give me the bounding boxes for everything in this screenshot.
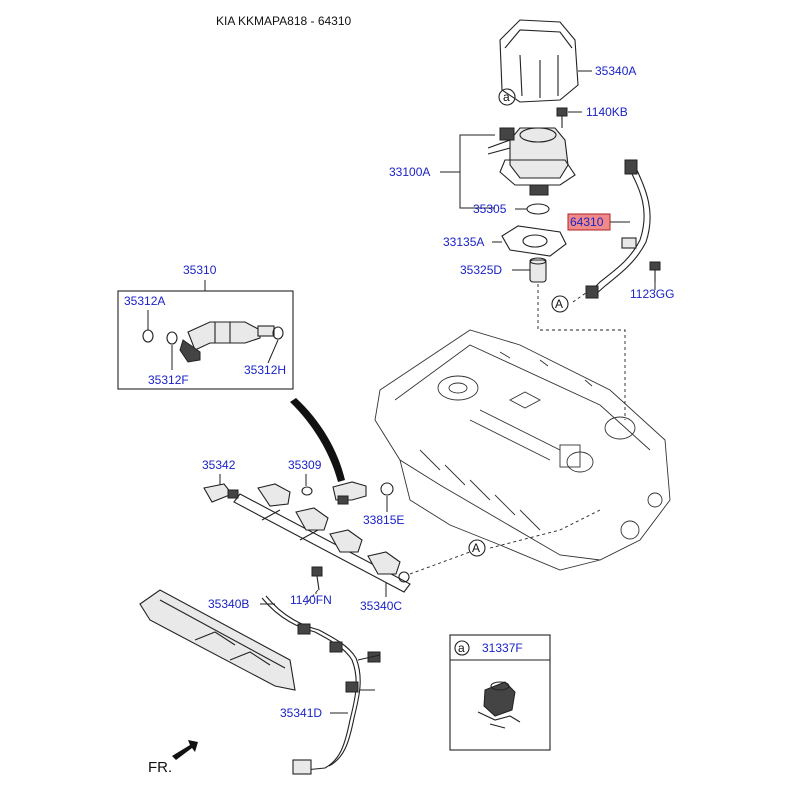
tappet-35325d-part [529,257,547,283]
callout-35310[interactable]: 35310 [183,263,217,277]
front-direction-label: FR. [148,759,172,776]
marker-a-top-label: a [503,90,510,104]
callout-33135A[interactable]: 33135A [443,235,484,249]
callout-35341D[interactable]: 35341D [280,706,322,720]
callout-33815E[interactable]: 33815E [363,513,404,527]
valve-31337f-part [477,681,521,729]
callout-35340C[interactable]: 35340C [360,599,402,613]
seal-35312f-part [166,331,178,345]
diagram-title: KIA KKMAPA818 - 64310 [216,14,352,28]
callout-1140FN[interactable]: 1140FN [290,593,332,607]
front-arrow-icon [172,740,198,760]
o-ring-35305-part [526,203,550,215]
wiring-harness-35341d-part [261,595,381,775]
callout-35312H[interactable]: 35312H [244,363,286,377]
marker-a-inset [454,640,470,656]
callout-31337F[interactable]: 31337F [482,641,523,655]
callout-1140KB[interactable]: 1140KB [586,105,628,119]
clip-35309-part [301,486,313,496]
pump-cover-part [499,19,579,103]
callout-35309[interactable]: 35309 [288,458,322,472]
inset-box [449,634,551,751]
callout-35305[interactable]: 35305 [473,202,507,216]
seal-35312h-part [272,326,284,340]
marker-A-left-label: A [472,541,480,555]
callout-35312F[interactable]: 35312F [148,373,189,387]
bolt-1140fn-part [311,566,323,591]
callout-33100A[interactable]: 33100A [389,165,430,179]
bolt-1123gg-part [649,261,661,282]
callout-35312A[interactable]: 35312A [124,294,165,308]
callout-35342[interactable]: 35342 [202,458,236,472]
pointer-arrow-icon [290,398,345,482]
callout-35340B[interactable]: 35340B [208,597,249,611]
callout-1123GG[interactable]: 1123GG [630,287,674,301]
marker-a-top [498,88,516,106]
marker-a-inset-label: a [458,641,465,655]
marker-A-right-label: A [555,297,563,311]
bolt-1140kb-part [556,107,568,128]
fuel-line-64310-part [585,159,651,299]
callout-64310[interactable]: 64310 [570,215,604,229]
marker-A-right [551,295,569,313]
fuel-rail-part [233,483,411,593]
seal-35312a-part [142,329,154,343]
injector-fitted-part [332,481,367,505]
gasket-33135a-part [501,225,567,257]
marker-A-left [468,539,486,557]
callout-35325D[interactable]: 35325D [460,263,502,277]
callout-35340A[interactable]: 35340A [595,64,636,78]
injector-part [179,321,275,363]
seal-33815e-part [380,482,394,496]
cylinder-head-drawing [374,329,671,571]
fuel-pump-part [487,127,576,196]
rail-cover-35340b-part [139,589,296,691]
pressure-sensor-35342-part [203,483,239,503]
injector-kit-box [117,290,294,390]
